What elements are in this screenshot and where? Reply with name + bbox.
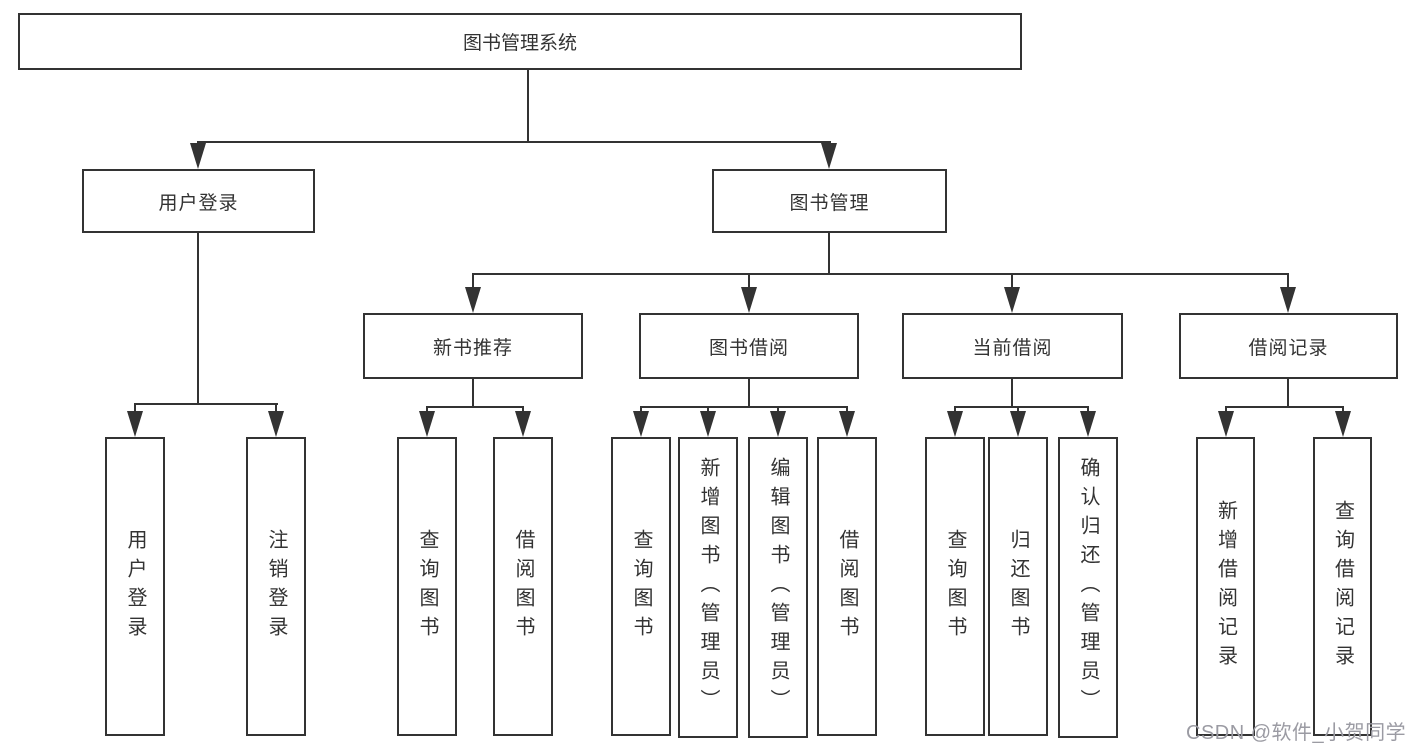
leaf-user-login: 用户登录 bbox=[105, 437, 165, 736]
connector-stem bbox=[846, 406, 848, 413]
connector-stem bbox=[777, 406, 779, 413]
connector-bracket bbox=[1225, 406, 1344, 408]
node-label: 新增图书（管理员） bbox=[697, 457, 719, 718]
arrow-down-icon bbox=[633, 411, 649, 437]
arrow-down-icon bbox=[741, 287, 757, 313]
node-book-management: 图书管理 bbox=[712, 169, 947, 233]
node-label: 图书管理系统 bbox=[462, 33, 577, 54]
arrow-down-icon bbox=[839, 411, 855, 437]
connector-stem bbox=[640, 406, 642, 413]
node-label: 图书管理 bbox=[789, 192, 870, 214]
node-label: 确认归还（管理员） bbox=[1077, 457, 1099, 718]
node-label: 查询图书 bbox=[416, 528, 438, 645]
leaf-query-books-current: 查询图书 bbox=[925, 437, 985, 736]
node-label: 查询图书 bbox=[630, 528, 652, 645]
connector-bracket bbox=[954, 406, 1089, 408]
node-user-login: 用户登录 bbox=[82, 169, 315, 233]
leaf-return-books: 归还图书 bbox=[988, 437, 1048, 736]
arrow-down-icon bbox=[1004, 287, 1020, 313]
arrow-down-icon bbox=[465, 287, 481, 313]
connector-stem bbox=[1342, 406, 1344, 413]
connector-bracket bbox=[134, 403, 278, 405]
arrow-down-icon bbox=[1080, 411, 1096, 437]
node-book-borrowing: 图书借阅 bbox=[639, 313, 859, 379]
leaf-borrow-books-recommend: 借阅图书 bbox=[493, 437, 553, 736]
leaf-borrow-books: 借阅图书 bbox=[817, 437, 877, 736]
arrow-down-icon bbox=[821, 143, 837, 169]
node-label: 用户登录 bbox=[124, 528, 146, 645]
leaf-edit-books-admin: 编辑图书（管理员） bbox=[748, 437, 808, 738]
node-label: 借阅图书 bbox=[836, 528, 858, 645]
node-borrowing-records: 借阅记录 bbox=[1179, 313, 1398, 379]
connector-stem bbox=[426, 406, 428, 413]
arrow-down-icon bbox=[700, 411, 716, 437]
node-label: 查询图书 bbox=[944, 528, 966, 645]
arrow-down-icon bbox=[1335, 411, 1351, 437]
arrow-down-icon bbox=[515, 411, 531, 437]
connector-stem bbox=[472, 379, 474, 406]
connector-stem bbox=[275, 403, 277, 413]
connector-stem bbox=[954, 406, 956, 413]
arrow-down-icon bbox=[947, 411, 963, 437]
leaf-query-books-recommend: 查询图书 bbox=[397, 437, 457, 736]
connector-stem bbox=[1011, 273, 1013, 289]
arrow-down-icon bbox=[1010, 411, 1026, 437]
arrow-down-icon bbox=[127, 411, 143, 437]
watermark: CSDN @软件_小贺同学 bbox=[1186, 722, 1405, 744]
leaf-confirm-return-admin: 确认归还（管理员） bbox=[1058, 437, 1118, 738]
connector-stem bbox=[472, 273, 474, 289]
connector-bracket bbox=[426, 406, 524, 408]
node-label: 借阅记录 bbox=[1248, 337, 1329, 359]
connector-root-bracket bbox=[197, 141, 831, 143]
connector-stem bbox=[1225, 406, 1227, 413]
connector-stem bbox=[828, 233, 830, 273]
node-label: 借阅图书 bbox=[512, 528, 534, 645]
node-current-borrowing: 当前借阅 bbox=[902, 313, 1123, 379]
connector-bracket bbox=[640, 406, 848, 408]
arrow-down-icon bbox=[268, 411, 284, 437]
connector-root-stem bbox=[527, 70, 529, 141]
node-label: 新增借阅记录 bbox=[1214, 499, 1237, 674]
arrow-down-icon bbox=[1218, 411, 1234, 437]
leaf-query-borrow-record: 查询借阅记录 bbox=[1313, 437, 1372, 736]
connector-stem bbox=[1287, 379, 1289, 406]
connector-stem bbox=[197, 233, 199, 403]
connector-stem bbox=[1287, 273, 1289, 289]
node-label: 编辑图书（管理员） bbox=[767, 457, 789, 718]
leaf-logout: 注销登录 bbox=[246, 437, 306, 736]
leaf-add-books-admin: 新增图书（管理员） bbox=[678, 437, 738, 738]
connector-bracket bbox=[472, 273, 1289, 275]
connector-stem bbox=[1087, 406, 1089, 413]
connector-stem bbox=[1011, 379, 1013, 406]
node-label: 查询借阅记录 bbox=[1331, 499, 1354, 674]
node-label: 归还图书 bbox=[1007, 528, 1029, 645]
node-label: 注销登录 bbox=[265, 528, 287, 645]
node-library-management-system: 图书管理系统 bbox=[18, 13, 1022, 70]
arrow-down-icon bbox=[770, 411, 786, 437]
arrow-down-icon bbox=[1280, 287, 1296, 313]
node-label: 图书借阅 bbox=[708, 337, 789, 359]
leaf-query-books-borrowing: 查询图书 bbox=[611, 437, 671, 736]
arrow-down-icon bbox=[190, 143, 206, 169]
node-new-book-recommend: 新书推荐 bbox=[363, 313, 583, 379]
leaf-add-borrow-record: 新增借阅记录 bbox=[1196, 437, 1255, 736]
connector-stem bbox=[748, 379, 750, 406]
connector-stem bbox=[522, 406, 524, 413]
node-label: 新书推荐 bbox=[432, 337, 513, 359]
connector-stem bbox=[707, 406, 709, 413]
connector-stem bbox=[134, 403, 136, 413]
node-label: 当前借阅 bbox=[972, 337, 1053, 359]
connector-stem bbox=[748, 273, 750, 289]
node-label: 用户登录 bbox=[158, 192, 239, 214]
arrow-down-icon bbox=[419, 411, 435, 437]
connector-stem bbox=[1017, 406, 1019, 413]
